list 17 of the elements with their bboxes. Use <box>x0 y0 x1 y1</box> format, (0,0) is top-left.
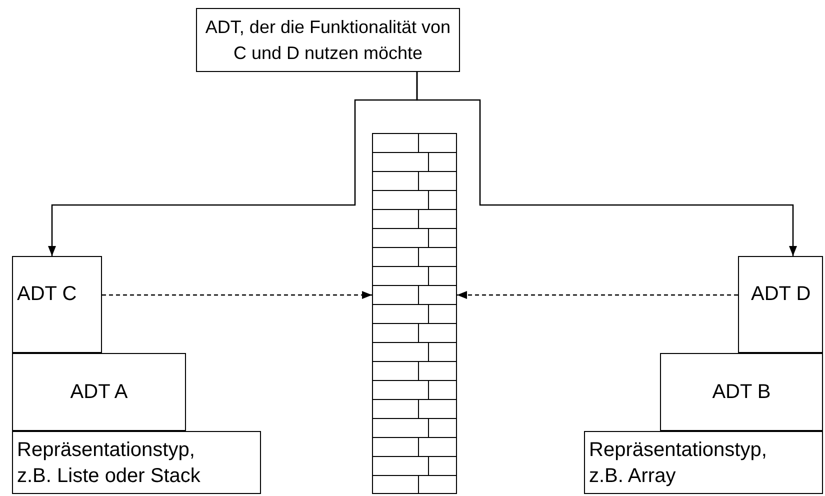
dashed-arrow <box>102 291 372 299</box>
box-label: ADT, der die Funktionalität von C und D nutzen möchte <box>204 16 452 65</box>
representation-box <box>584 431 823 494</box>
box-label: Repräsentationstyp, z.B. Liste oder Stack <box>17 438 202 488</box>
adt-box <box>660 353 823 431</box>
arrow <box>416 72 797 256</box>
adt-box <box>12 256 102 353</box>
box-label: ADT B <box>712 380 771 405</box>
adt-box <box>738 256 823 353</box>
representation-box <box>12 431 261 494</box>
box-label: ADT C <box>17 282 77 307</box>
dashed-arrow <box>457 291 738 299</box>
box-label: ADT A <box>70 380 128 405</box>
box-label: Repräsentationstyp, z.B. Array <box>589 438 768 488</box>
box-label: ADT D <box>751 282 811 307</box>
title-box <box>196 8 460 72</box>
adt-box <box>12 353 186 431</box>
